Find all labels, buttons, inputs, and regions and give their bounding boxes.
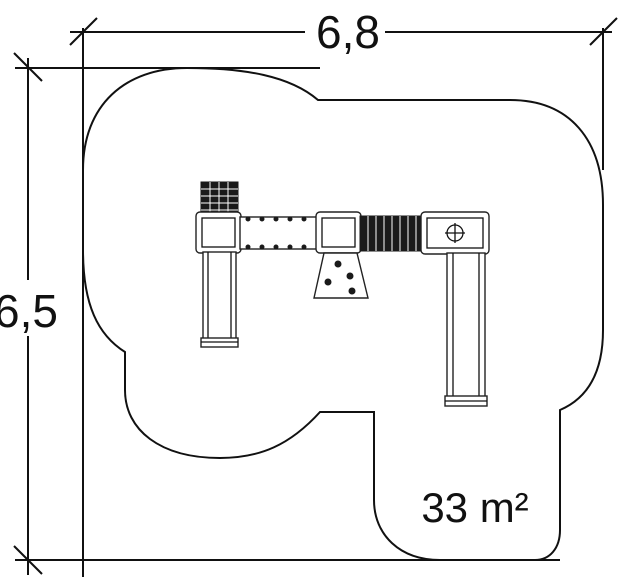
safety-area-outline <box>82 66 604 561</box>
slide-right <box>444 252 488 407</box>
steering-wheel-icon <box>445 223 465 243</box>
climbing-wall <box>313 252 369 299</box>
bridge-1 <box>239 216 319 250</box>
width-dimension: 6,8 <box>69 6 618 577</box>
climbing-holds <box>324 260 356 295</box>
area-label: 33 m² <box>421 484 528 531</box>
slide-left <box>200 251 239 348</box>
play-structure <box>195 181 490 407</box>
crawl-tunnel <box>359 215 423 252</box>
width-label: 6,8 <box>316 6 380 58</box>
height-label: 6,5 <box>0 285 58 337</box>
